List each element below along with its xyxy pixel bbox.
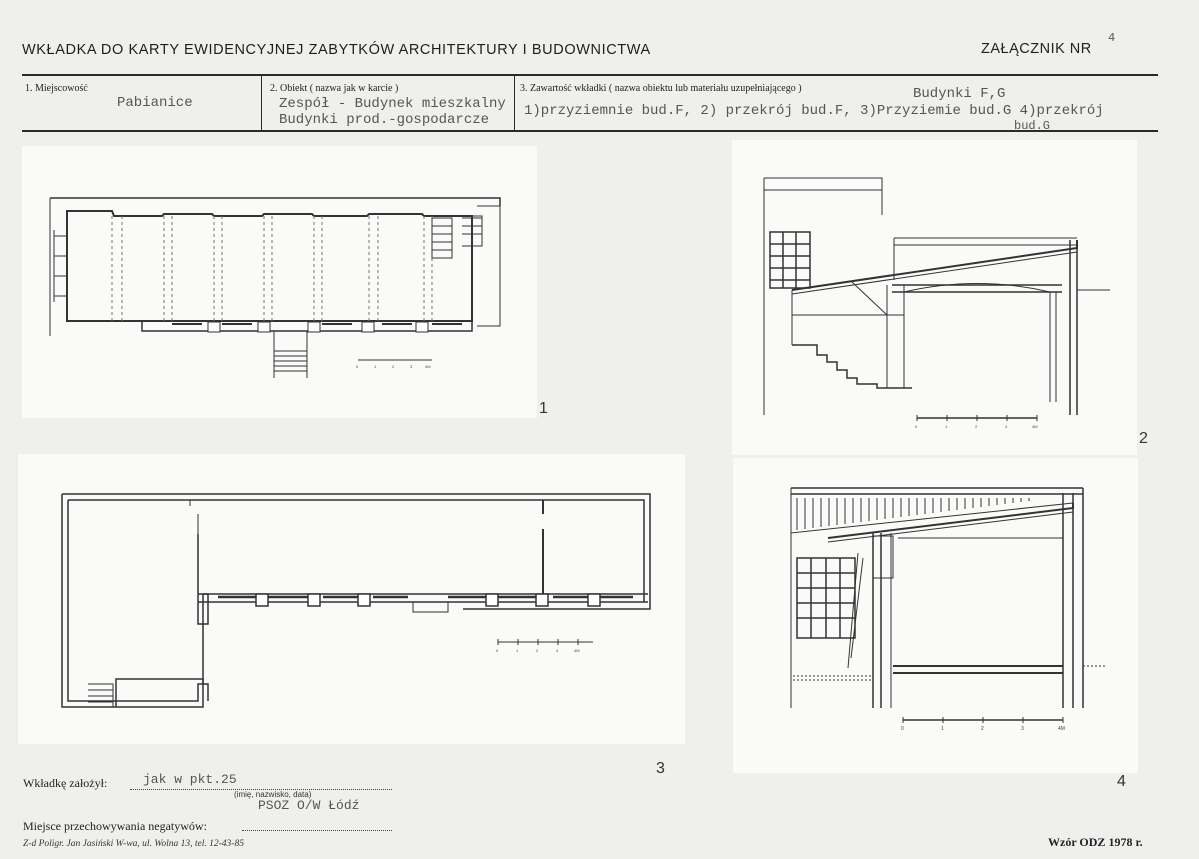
scale4-label-4: 4M xyxy=(1058,726,1065,732)
scale4-label-3: 3 xyxy=(1021,726,1024,732)
negatives-line xyxy=(242,818,392,831)
negatives-label: Miejsce przechowywania negatywów: xyxy=(23,819,207,833)
section-drawing-f: 0 1 2 3 4M xyxy=(763,177,1110,429)
form-title: WKŁADKA DO KARTY EWIDENCYJNEJ ZABYTKÓW A… xyxy=(22,42,651,58)
content-label: 3. Zawartość wkładki ( nazwa obiektu lub… xyxy=(520,83,802,94)
scale1-label-1: 1 xyxy=(374,364,377,369)
object-label: 2. Obiekt ( nazwa jak w karcie ) xyxy=(270,83,399,94)
founder-value: jak w pkt.25 xyxy=(143,772,237,787)
founder-line xyxy=(130,775,392,790)
scale1-label-2: 2 xyxy=(392,364,395,369)
header-rule-top xyxy=(22,74,1158,76)
founder-label: Wkładkę założył: xyxy=(23,776,108,790)
scale1-label-4: 4M xyxy=(425,364,431,369)
plan-drawing-f: 0 1 2 3 4M xyxy=(49,197,501,378)
figure-number-1: 1 xyxy=(539,400,548,417)
plan-drawing-g: 0 1 2 3 4M xyxy=(61,493,651,708)
scale3-label-4: 4M xyxy=(574,648,580,653)
header-rule-bottom xyxy=(22,130,1158,132)
content-value-title: Budynki F,G xyxy=(913,86,1006,102)
scale2-label-2: 2 xyxy=(975,424,978,429)
field-separator-2 xyxy=(514,76,515,130)
annex-number: 4 xyxy=(1108,31,1116,45)
scale3-label-2: 2 xyxy=(536,648,539,653)
scale4-label-0: 0 xyxy=(901,726,904,732)
object-value-line2: Budynki prod.-gospodarcze xyxy=(279,112,490,128)
scale4-label-2: 2 xyxy=(981,726,984,732)
scale2-label-3: 3 xyxy=(1005,424,1008,429)
scale1-label-3: 3 xyxy=(410,364,413,369)
content-value-line2: bud.G xyxy=(1014,119,1051,130)
figure-number-2: 2 xyxy=(1139,430,1148,447)
printer-credit: Z-d Poligr. Jan Jasiński W-wa, ul. Wolna… xyxy=(23,839,244,849)
photo-ground-floor-f: 0 1 2 3 4M xyxy=(22,146,537,418)
figure-number-4: 4 xyxy=(1117,773,1126,790)
locality-value: Pabianice xyxy=(117,95,193,111)
photo-section-f: 0 1 2 3 4M xyxy=(732,140,1137,455)
scale3-label-1: 1 xyxy=(516,648,519,653)
photo-ground-floor-g: 0 1 2 3 4M xyxy=(18,454,685,744)
field-separator-1 xyxy=(261,76,262,130)
annex-label: ZAŁĄCZNIK NR xyxy=(981,41,1092,57)
scale2-label-4: 4M xyxy=(1032,424,1038,429)
scale1-label-0: 0 xyxy=(356,364,359,369)
object-value-line1: Zespół - Budynek mieszkalny xyxy=(279,96,506,112)
institution-stamp: PSOZ O/W Łódź xyxy=(258,798,360,813)
locality-label: 1. Miejscowość xyxy=(25,83,88,94)
section-drawing-g: 0 1 2 3 4M xyxy=(790,487,1105,732)
scale2-label-1: 1 xyxy=(945,424,948,429)
scale4-label-1: 1 xyxy=(941,726,944,732)
scale3-label-0: 0 xyxy=(496,648,499,653)
founder-hint: (imię, nazwisko, data) xyxy=(234,790,312,799)
content-value-line1: 1)przyziemnie bud.F, 2) przekrój bud.F, … xyxy=(524,103,1104,119)
scale3-label-3: 3 xyxy=(556,648,559,653)
scale2-label-0: 0 xyxy=(915,424,918,429)
figure-number-3: 3 xyxy=(656,760,665,777)
template-version: Wzór ODZ 1978 r. xyxy=(1048,835,1143,849)
photo-section-g: 0 1 2 3 4M xyxy=(733,458,1138,773)
